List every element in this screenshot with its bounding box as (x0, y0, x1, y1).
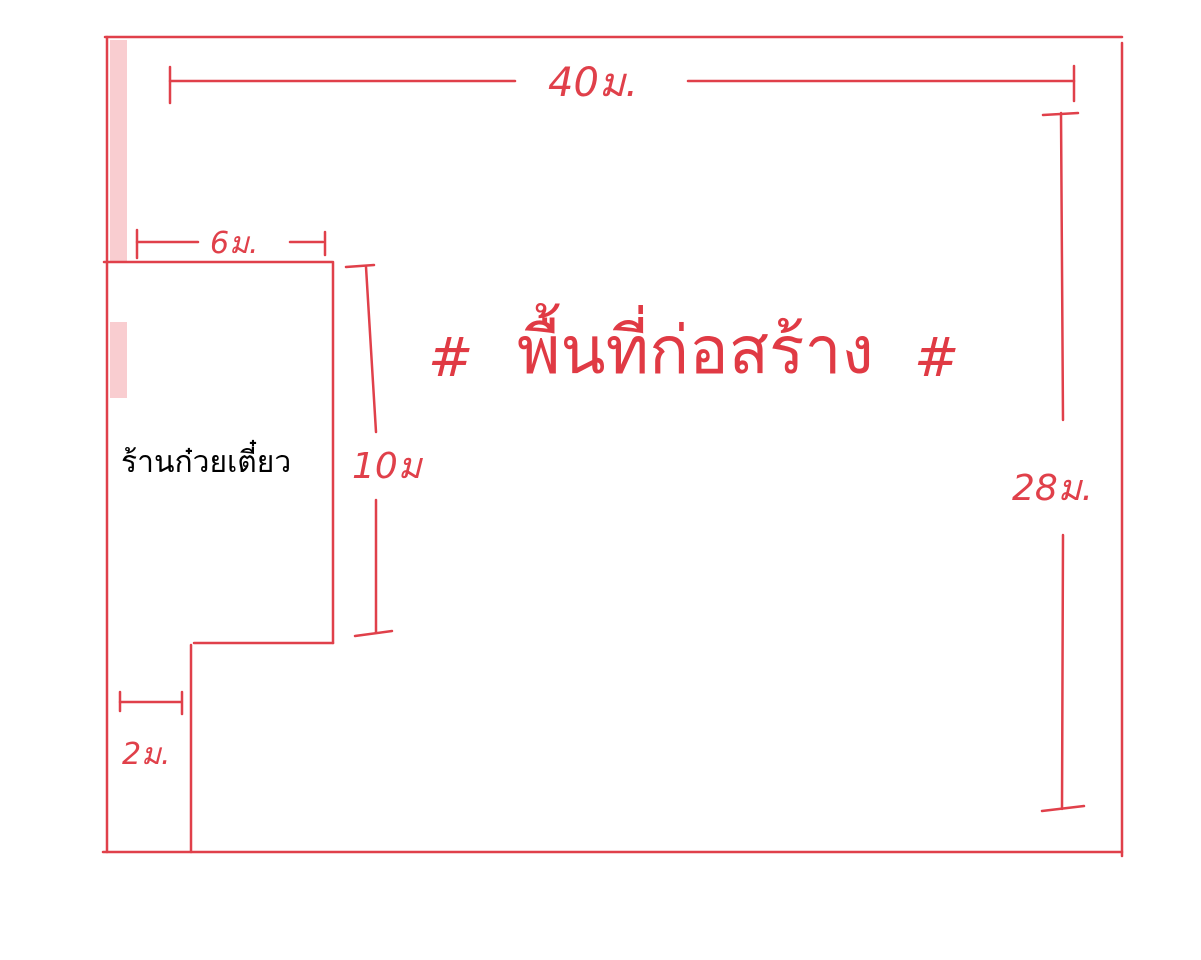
dimension-shop-6 (135, 228, 327, 260)
label-right-height: 28ม. (1012, 468, 1093, 509)
label-shop-depth: 10ม (352, 446, 424, 487)
dim-28-upper-line (1059, 111, 1065, 422)
label-gap-width: 2ม. (122, 737, 170, 772)
dimension-top-40 (168, 64, 1076, 105)
hash-mark-right: # (914, 326, 959, 389)
pink-highlight-top (110, 40, 127, 262)
noodle-shop-label: ร้านก๋วยเตี๋ยว (121, 439, 291, 480)
pink-highlight-middle (110, 322, 127, 398)
dim-10-upper-line (364, 265, 378, 434)
dim-10-top-tick (344, 263, 376, 269)
hash-mark-left: # (428, 326, 473, 389)
dim-28-bottom-tick (1040, 804, 1086, 813)
shop-outline (102, 260, 335, 854)
dim-28-lower-line (1060, 533, 1065, 811)
construction-area-title: พื้นที่ก่อสร้าง (517, 303, 874, 389)
label-top-width: 40ม. (548, 60, 638, 106)
dimension-right-28 (1040, 111, 1086, 813)
site-boundary (101, 35, 1124, 858)
dim-10-bottom-tick (353, 629, 394, 638)
dimension-gap-2 (118, 690, 184, 716)
dimension-shop-10 (344, 263, 394, 638)
label-shop-width: 6ม. (210, 226, 258, 261)
